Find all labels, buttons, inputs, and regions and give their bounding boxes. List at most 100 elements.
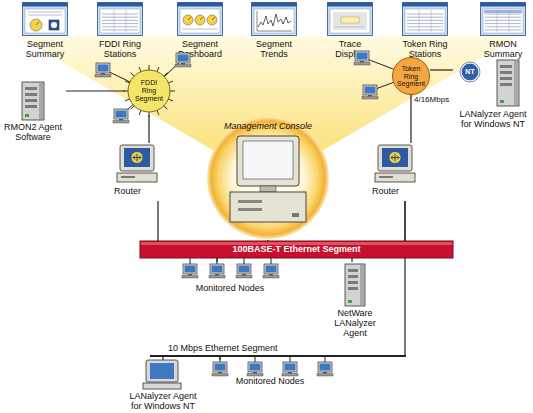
table-row bbox=[485, 17, 521, 18]
pc-keyboard bbox=[263, 276, 279, 279]
node-stem bbox=[325, 357, 326, 362]
window-title-bar bbox=[328, 3, 373, 7]
node-label: Token Ring Segment bbox=[395, 65, 427, 88]
icon-part bbox=[98, 3, 143, 36]
ring-spike bbox=[139, 109, 141, 115]
pc-stand bbox=[360, 61, 364, 63]
station-link bbox=[149, 59, 183, 91]
server-side bbox=[360, 265, 364, 305]
node-stem bbox=[217, 258, 218, 264]
icon-group bbox=[178, 3, 223, 36]
ring-spike bbox=[123, 91, 129, 92]
pc-stand bbox=[323, 372, 327, 374]
window-frame bbox=[178, 3, 223, 36]
table-row bbox=[102, 23, 138, 24]
table-row bbox=[102, 26, 138, 27]
node-label: Token Ring Stations bbox=[400, 39, 450, 59]
ring-spike bbox=[149, 111, 150, 117]
window-pane bbox=[100, 9, 140, 33]
table-column bbox=[126, 10, 127, 32]
node-icon bbox=[206, 116, 330, 240]
pc-stand bbox=[215, 274, 219, 276]
pc-monitor bbox=[146, 360, 178, 382]
table-row bbox=[485, 23, 521, 24]
drive-bay bbox=[25, 87, 37, 90]
network-link bbox=[351, 258, 352, 262]
node-label: Monitored Nodes bbox=[175, 283, 285, 293]
window-title-bar bbox=[98, 3, 143, 7]
power-light bbox=[348, 300, 352, 303]
pc-screen bbox=[285, 364, 296, 371]
drive-bay bbox=[25, 105, 37, 108]
pc-monitor bbox=[264, 264, 278, 274]
drive-slot bbox=[121, 176, 135, 178]
pc-monitor bbox=[355, 51, 369, 61]
table-column bbox=[431, 10, 432, 32]
ring-spike bbox=[125, 99, 131, 101]
icon-part bbox=[481, 3, 526, 36]
icon-group bbox=[117, 145, 157, 182]
pc-keyboard bbox=[282, 374, 298, 377]
node-label: Monitored Nodes bbox=[205, 376, 335, 386]
pc-stand bbox=[269, 274, 273, 276]
pc-stand bbox=[181, 63, 185, 65]
agent-server: LANalyzer Agent for Windows NT bbox=[453, 58, 533, 136]
table-column bbox=[419, 10, 420, 32]
window-title-bar bbox=[403, 3, 448, 7]
window-pane bbox=[405, 9, 445, 33]
router-monitor bbox=[378, 145, 412, 171]
view-thumbnail: Trace Display bbox=[320, 2, 380, 64]
server-side bbox=[39, 83, 43, 119]
window-title-bar bbox=[481, 3, 526, 7]
router-glyph bbox=[389, 152, 401, 164]
pc-keyboard bbox=[182, 276, 198, 279]
router-arrows bbox=[133, 154, 141, 162]
table-row bbox=[102, 30, 138, 31]
node-label: Router bbox=[372, 186, 420, 196]
drive-bay bbox=[348, 269, 358, 272]
drive-bay bbox=[500, 77, 512, 80]
gauge-dial bbox=[183, 15, 193, 25]
node-label: RMON2 Agent Software bbox=[1, 122, 65, 142]
ring-spike bbox=[157, 67, 159, 73]
drive-bay bbox=[25, 99, 37, 102]
view-thumbnail: RMON Summary bbox=[473, 2, 533, 64]
trace-box bbox=[341, 17, 359, 23]
node-label: RMON Summary bbox=[478, 39, 528, 59]
icon-group bbox=[252, 3, 297, 36]
window-pane bbox=[180, 9, 220, 33]
node-stem bbox=[244, 258, 245, 264]
view-fan bbox=[18, 36, 518, 152]
station-link bbox=[121, 91, 149, 115]
table-row bbox=[485, 14, 521, 15]
gauge-dial bbox=[207, 15, 217, 25]
pc-keyboard bbox=[175, 65, 191, 68]
ring-spike bbox=[163, 73, 167, 77]
gauge-dial bbox=[195, 15, 205, 25]
icon-group bbox=[328, 3, 373, 36]
gauge-dial bbox=[30, 19, 42, 31]
pc-screen bbox=[150, 363, 174, 379]
node-stem bbox=[220, 357, 221, 362]
pc-stand bbox=[242, 274, 246, 276]
node-group: Monitored Nodes bbox=[205, 360, 335, 388]
node-label: 10 Mbps Ethernet Segment bbox=[168, 343, 406, 353]
table-row bbox=[407, 23, 443, 24]
icon-group bbox=[345, 264, 365, 306]
window-pane bbox=[25, 9, 65, 33]
ring-circle bbox=[128, 70, 170, 112]
drive-bay bbox=[25, 93, 37, 96]
status-block bbox=[49, 20, 59, 30]
pc-screen bbox=[98, 65, 109, 72]
router: Router bbox=[112, 143, 162, 201]
view-thumbnail: Segment Dashboard bbox=[170, 2, 230, 64]
window-title-bar bbox=[252, 3, 297, 7]
speed-label: 4/16Mbps bbox=[414, 95, 454, 105]
window-frame bbox=[252, 3, 297, 36]
icon-group bbox=[481, 3, 526, 36]
pc-screen bbox=[250, 364, 261, 371]
console-monitor bbox=[237, 136, 299, 186]
icon-group bbox=[375, 145, 415, 182]
pc-keyboard bbox=[95, 75, 111, 78]
pc-monitor bbox=[183, 264, 197, 274]
